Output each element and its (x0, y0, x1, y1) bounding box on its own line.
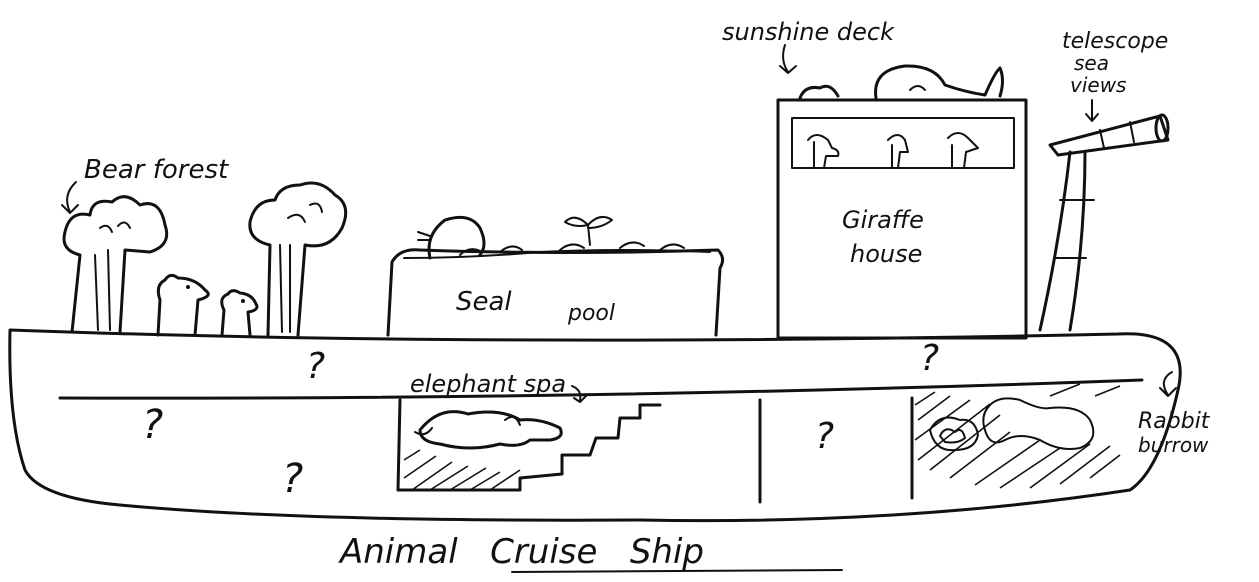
seal-pool-label-1: Seal (456, 287, 512, 317)
question-mark: ? (920, 338, 939, 379)
question-mark: ? (815, 416, 834, 457)
title-group: Animal Cruise Ship (338, 532, 842, 572)
interior-rooms (760, 398, 912, 502)
seal-pool-label-2: pool (567, 301, 615, 326)
elephant-spa-label: elephant spa (410, 370, 566, 398)
question-mark: ? (142, 402, 163, 448)
telescope-label-2: sea (1074, 51, 1109, 75)
ship-hull (10, 330, 1180, 521)
bear-forest: Bear forest (62, 155, 346, 335)
telescope-label-3: views (1070, 73, 1126, 97)
elephant-spa: elephant spa (398, 370, 660, 490)
giraffe-house-label-1: Giraffe (842, 206, 924, 234)
seal-pool: Seal pool (388, 217, 723, 335)
rabbit-burrow: Rabbit burrow (915, 372, 1211, 488)
bear-forest-label: Bear forest (84, 155, 229, 185)
telescope: telescope sea views (1040, 29, 1168, 330)
sunshine-deck-label: sunshine deck (722, 18, 895, 46)
page-title: Animal Cruise Ship (338, 532, 704, 572)
giraffe-house-label-2: house (850, 240, 922, 268)
question-mark: ? (306, 346, 325, 387)
rabbit-burrow-label-2: burrow (1138, 433, 1209, 457)
question-mark: ? (282, 456, 303, 502)
sunshine-deck: sunshine deck (722, 18, 1003, 98)
giraffe-house: Giraffe house (778, 100, 1026, 338)
rabbit-burrow-label-1: Rabbit (1138, 409, 1211, 434)
